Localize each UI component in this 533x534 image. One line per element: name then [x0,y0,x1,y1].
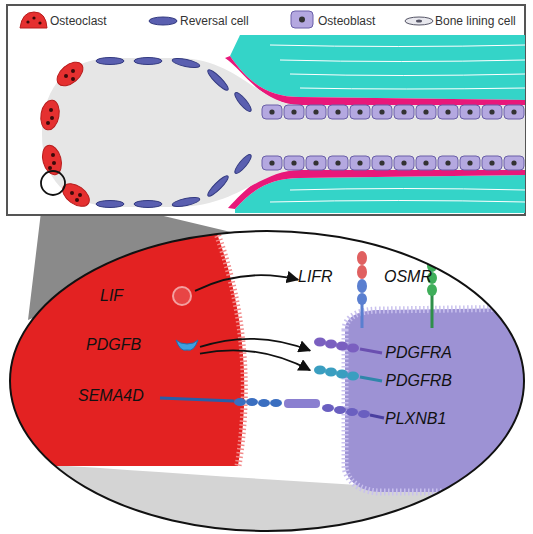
gene-label: OSMR [384,268,432,286]
ligand-pdgfb-icon [174,332,200,358]
zoom-circle [41,171,65,195]
osmr-receptor [427,248,437,328]
gene-node: PLXNB1 [385,408,465,430]
signal-arrow [200,339,310,351]
osteoid [228,170,525,209]
signal-arrow [195,275,298,291]
sema4d-plxnb1-complex [160,398,384,418]
legend-label: Reversal cell [180,14,249,28]
gene-node: LIFR [298,266,348,288]
ligand-lif-icon [169,283,195,309]
gene-node: OSMR [384,266,430,288]
pdgfra-receptor [314,338,382,354]
osteoblast-cells [262,105,524,170]
gene-label: PDGFB [86,336,141,354]
lamellar-bone [235,175,525,213]
gene-node: LIF [100,283,195,309]
gene-label: LIFR [298,268,333,286]
gene-label: SEMA4D [78,387,144,405]
osteoclast-nuclei [46,69,82,202]
gene-label: PDGFRB [385,372,452,390]
gene-node: SEMA4D [78,384,158,408]
legend-label: Osteoclast [50,14,107,28]
panel-frame [7,5,525,215]
legend-icons [20,11,433,28]
zoom-outline [10,231,524,531]
legend-label: Bone lining cell [435,14,516,28]
zoom-content [0,228,533,534]
gene-node: PDGFB [86,330,200,360]
pdgfrb-receptor [314,366,382,382]
signal-arrow [200,350,310,370]
osteoblast-nuclei [269,109,516,165]
gene-label: PDGFRA [385,344,452,362]
legend-label: Osteoblast [318,14,375,28]
gene-node: PDGFRB [310,370,452,392]
gene-label: LIF [100,287,123,305]
lamellar-bone [230,35,525,100]
lifr-receptor [357,251,367,328]
osteoclast-cells [39,57,94,211]
gene-node: PDGFRA [310,342,452,364]
gene-label: PLXNB1 [385,410,446,428]
reversal-cells [96,57,253,209]
resorption-cavity [42,58,525,207]
